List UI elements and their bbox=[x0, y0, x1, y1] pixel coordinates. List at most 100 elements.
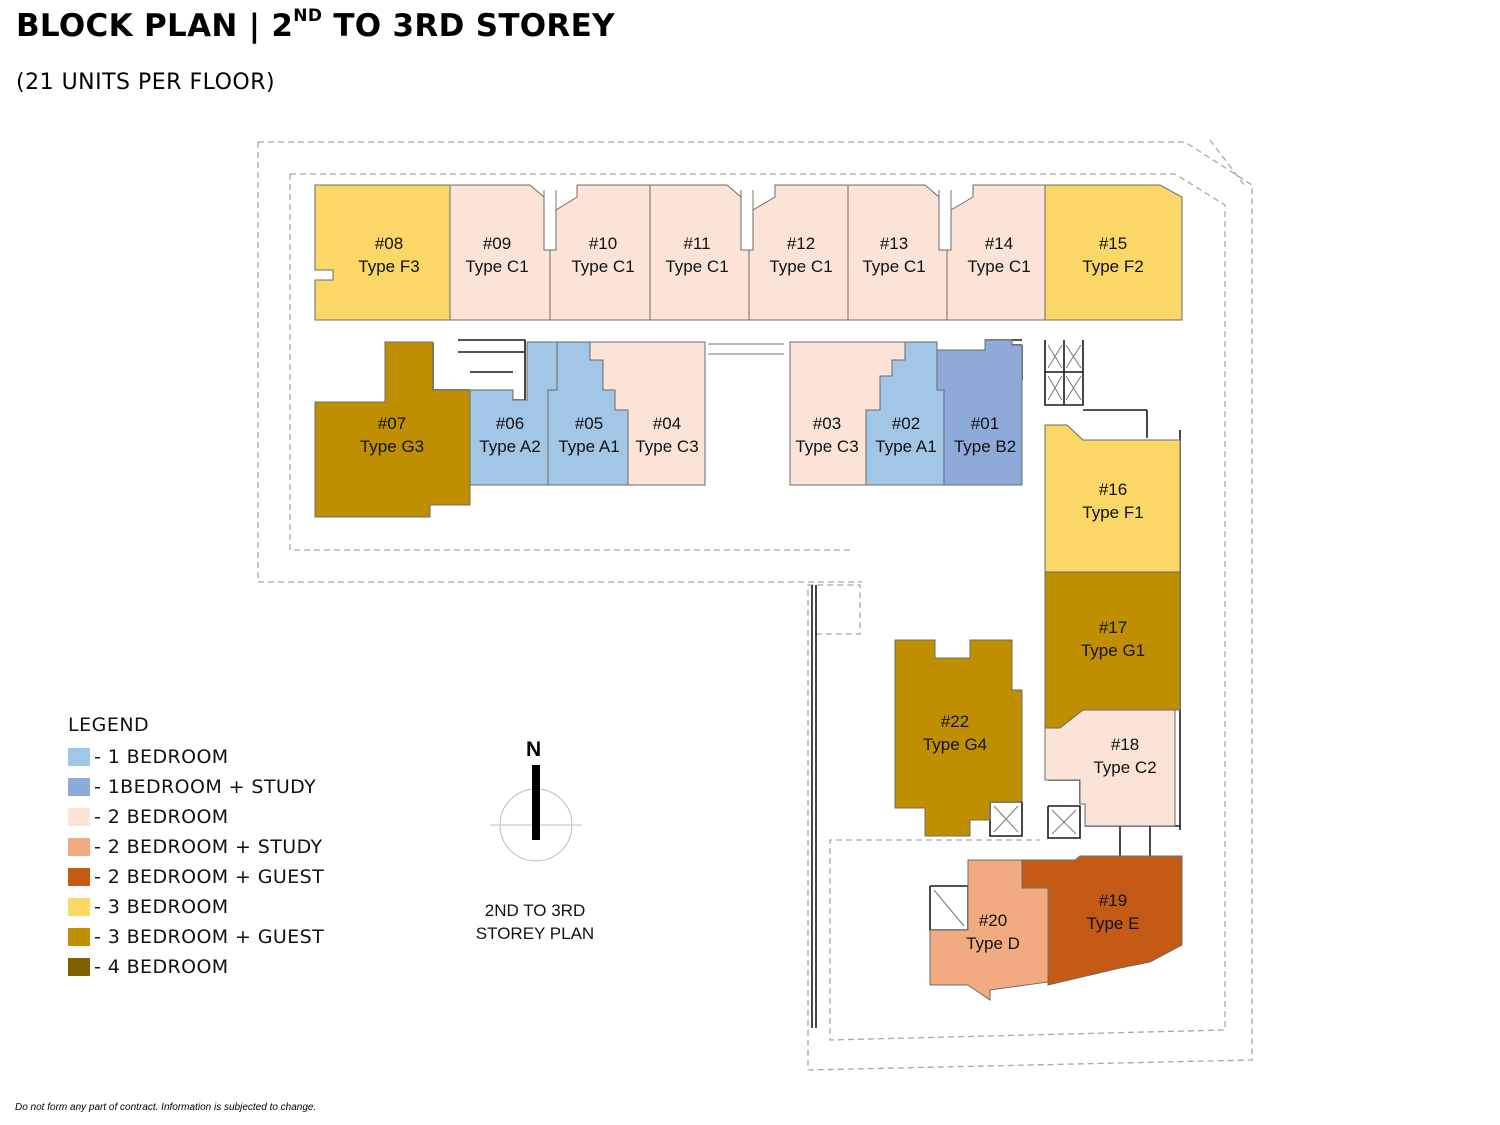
svg-text:#01: #01 bbox=[971, 414, 999, 433]
svg-text:Type C1: Type C1 bbox=[967, 257, 1030, 276]
svg-text:Type C1: Type C1 bbox=[465, 257, 528, 276]
legend-label: - 4 BEDROOM bbox=[94, 956, 229, 978]
svg-text:Type C2: Type C2 bbox=[1093, 758, 1156, 777]
unit-15[interactable] bbox=[1044, 184, 1183, 321]
legend: LEGEND - 1 BEDROOM - 1BEDROOM + STUDY - 2 … bbox=[68, 714, 324, 982]
page-title: BLOCK PLAN | 2ND TO 3RD STOREY bbox=[16, 6, 615, 44]
svg-text:#09: #09 bbox=[483, 234, 511, 253]
svg-text:#20: #20 bbox=[979, 911, 1007, 930]
legend-label: - 3 BEDROOM bbox=[94, 896, 229, 918]
svg-text:Type A1: Type A1 bbox=[558, 437, 619, 456]
svg-text:Type C1: Type C1 bbox=[862, 257, 925, 276]
svg-text:#02: #02 bbox=[892, 414, 920, 433]
north-label: N bbox=[526, 738, 542, 761]
svg-text:Type C3: Type C3 bbox=[635, 437, 698, 456]
svg-text:#05: #05 bbox=[575, 414, 603, 433]
svg-text:Type C3: Type C3 bbox=[795, 437, 858, 456]
svg-text:Type A1: Type A1 bbox=[875, 437, 936, 456]
unit-14[interactable] bbox=[946, 184, 1046, 321]
legend-item-2br: - 2 BEDROOM bbox=[68, 802, 324, 832]
legend-item-1br-study: - 1BEDROOM + STUDY bbox=[68, 772, 324, 802]
svg-text:#08: #08 bbox=[375, 234, 403, 253]
unit-07[interactable] bbox=[314, 341, 471, 518]
site-outline bbox=[257, 139, 1253, 1071]
legend-label: - 2 BEDROOM + STUDY bbox=[94, 836, 323, 858]
units bbox=[314, 184, 1183, 1001]
legend-swatch bbox=[68, 898, 90, 916]
svg-text:Type C1: Type C1 bbox=[571, 257, 634, 276]
unit-12[interactable] bbox=[748, 184, 849, 321]
legend-swatch bbox=[68, 838, 90, 856]
page-subtitle: (21 UNITS PER FLOOR) bbox=[16, 70, 276, 95]
svg-text:Type E: Type E bbox=[1087, 914, 1140, 933]
svg-text:Type C1: Type C1 bbox=[769, 257, 832, 276]
unit-01[interactable] bbox=[936, 339, 1023, 486]
svg-text:Type B2: Type B2 bbox=[954, 437, 1016, 456]
svg-text:Type G4: Type G4 bbox=[923, 735, 987, 754]
svg-text:#18: #18 bbox=[1111, 735, 1139, 754]
svg-text:#04: #04 bbox=[653, 414, 681, 433]
svg-text:#16: #16 bbox=[1099, 480, 1127, 499]
legend-label: - 2 BEDROOM + GUEST bbox=[94, 866, 325, 888]
svg-text:#06: #06 bbox=[496, 414, 524, 433]
unit-22[interactable] bbox=[894, 639, 1023, 837]
compass-icon bbox=[490, 765, 582, 862]
unit-04[interactable] bbox=[589, 341, 706, 486]
legend-swatch bbox=[68, 928, 90, 946]
legend-label: - 1BEDROOM + STUDY bbox=[94, 776, 317, 798]
legend-swatch bbox=[68, 808, 90, 826]
unit-09[interactable] bbox=[449, 184, 551, 321]
plan-caption: 2ND TO 3RD STOREY PLAN bbox=[475, 901, 595, 943]
svg-text:Type F3: Type F3 bbox=[358, 257, 419, 276]
legend-item-3br: - 3 BEDROOM bbox=[68, 892, 324, 922]
unit-19[interactable] bbox=[1021, 855, 1183, 986]
legend-items: - 1 BEDROOM - 1BEDROOM + STUDY - 2 BEDROOM… bbox=[68, 742, 324, 982]
svg-text:#07: #07 bbox=[378, 414, 406, 433]
svg-text:Type A2: Type A2 bbox=[479, 437, 540, 456]
disclaimer: Do not form any part of contract. Inform… bbox=[15, 1102, 317, 1113]
svg-text:Type G1: Type G1 bbox=[1081, 641, 1145, 660]
legend-label: - 2 BEDROOM bbox=[94, 806, 229, 828]
legend-label: - 1 BEDROOM bbox=[94, 746, 229, 768]
svg-text:#22: #22 bbox=[941, 712, 969, 731]
svg-text:Type G3: Type G3 bbox=[360, 437, 424, 456]
svg-text:#11: #11 bbox=[683, 234, 710, 253]
legend-swatch bbox=[68, 748, 90, 766]
svg-text:Type F1: Type F1 bbox=[1082, 503, 1143, 522]
legend-title: LEGEND bbox=[68, 714, 150, 736]
svg-text:Type F2: Type F2 bbox=[1082, 257, 1143, 276]
unit-10[interactable] bbox=[549, 184, 651, 321]
unit-11[interactable] bbox=[649, 184, 750, 321]
svg-text:#13: #13 bbox=[880, 234, 908, 253]
legend-item-3br-guest: - 3 BEDROOM + GUEST bbox=[68, 922, 324, 952]
legend-swatch bbox=[68, 778, 90, 796]
svg-text:#10: #10 bbox=[589, 234, 617, 253]
svg-text:#03: #03 bbox=[813, 414, 841, 433]
svg-text:#17: #17 bbox=[1099, 618, 1127, 637]
svg-text:Type C1: Type C1 bbox=[665, 257, 728, 276]
legend-item-2br-guest: - 2 BEDROOM + GUEST bbox=[68, 862, 324, 892]
unit-13[interactable] bbox=[847, 184, 948, 321]
svg-text:Type D: Type D bbox=[966, 934, 1020, 953]
unit-18[interactable] bbox=[1044, 709, 1176, 827]
legend-item-4br: - 4 BEDROOM bbox=[68, 952, 324, 982]
